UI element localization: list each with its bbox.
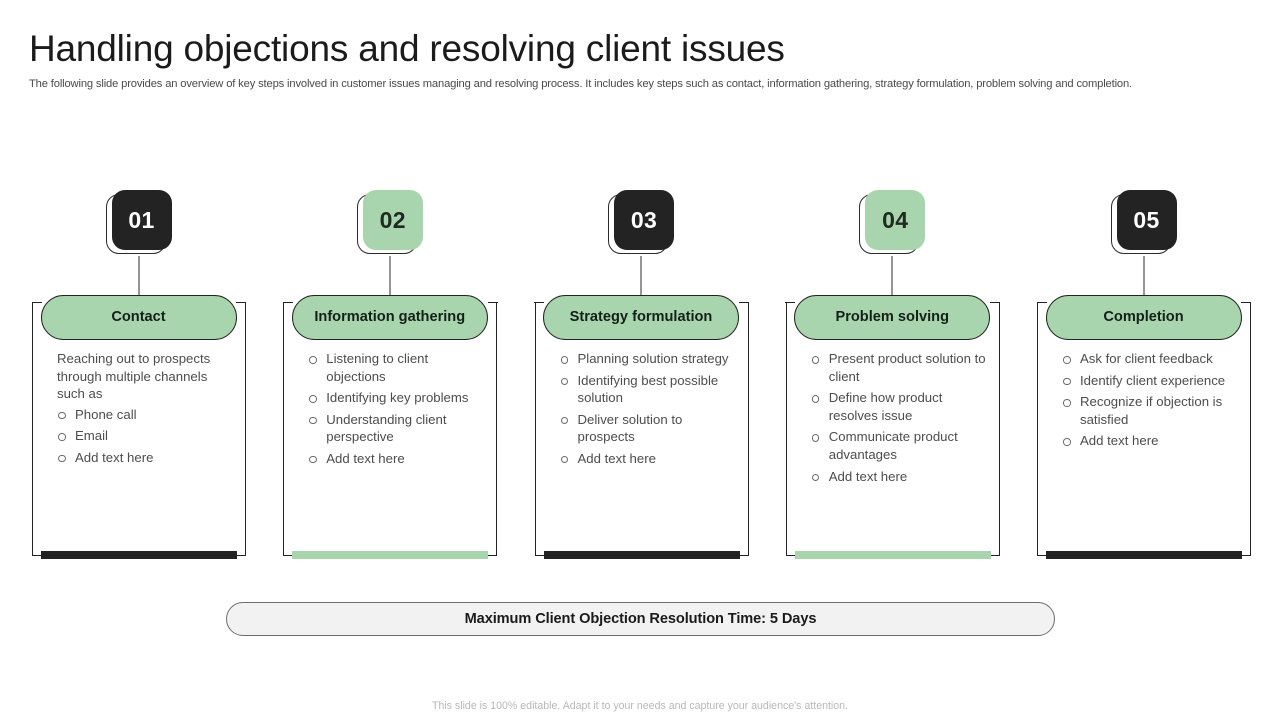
list-item: Add text here — [811, 468, 987, 486]
step-bullets-2: Listening to client objections Identifyi… — [308, 350, 484, 468]
step-card-4: Present product solution to client Defin… — [785, 301, 1001, 559]
connector-line-5 — [1143, 256, 1144, 303]
connector-line-4 — [891, 256, 893, 303]
step-title-1[interactable]: Contact — [40, 295, 237, 340]
step-card-body-5: Ask for client feedback Identify client … — [1038, 303, 1250, 541]
process-steps-row: 01 Reaching out to prospects through mul… — [29, 190, 1253, 570]
step-bottom-bar-1 — [41, 551, 237, 559]
list-item: Communicate product advantages — [811, 428, 987, 463]
step-bottom-bar-3 — [543, 551, 740, 559]
connector-line-2 — [389, 256, 391, 303]
list-item: Identifying best possible solution — [560, 372, 736, 407]
list-item: Phone call — [57, 406, 233, 424]
step-badge-1[interactable]: 01 — [105, 190, 172, 256]
step-title-3[interactable]: Strategy formulation — [543, 295, 739, 340]
resolution-time-banner: Maximum Client Objection Resolution Time… — [226, 602, 1055, 636]
step-badge-2[interactable]: 02 — [356, 190, 423, 256]
step-number-4: 04 — [865, 190, 926, 250]
process-step-2: 02 Listening to client objections Identi… — [280, 190, 499, 570]
step-bullets-5: Ask for client feedback Identify client … — [1062, 350, 1238, 450]
list-item: Identify client experience — [1062, 372, 1238, 390]
step-number-1: 01 — [111, 190, 172, 250]
step-badge-4[interactable]: 04 — [859, 190, 926, 256]
list-item: Planning solution strategy — [560, 350, 736, 368]
step-card-2: Listening to client objections Identifyi… — [282, 301, 498, 559]
list-item: Add text here — [308, 450, 484, 468]
slide-footnote: This slide is 100% editable. Adapt it to… — [431, 700, 849, 712]
step-card-body-1: Reaching out to prospects through multip… — [33, 303, 245, 541]
process-step-4: 04 Present product solution to client De… — [783, 190, 1002, 570]
step-intro-1: Reaching out to prospects through multip… — [57, 351, 211, 402]
step-title-5[interactable]: Completion — [1045, 295, 1242, 340]
list-item: Add text here — [57, 449, 233, 467]
step-card-3: Planning solution strategy Identifying b… — [534, 301, 749, 559]
step-card-5: Ask for client feedback Identify client … — [1036, 301, 1252, 559]
step-bottom-bar-2 — [292, 551, 489, 559]
step-bullets-1: Phone call Email Add text here — [57, 406, 233, 467]
list-item: Deliver solution to prospects — [560, 411, 736, 446]
step-bullets-3: Planning solution strategy Identifying b… — [560, 350, 736, 468]
step-number-3: 03 — [614, 190, 674, 250]
step-card-body-2: Listening to client objections Identifyi… — [284, 303, 496, 541]
step-number-5: 05 — [1116, 190, 1177, 250]
step-title-4[interactable]: Problem solving — [794, 295, 991, 340]
process-step-3: 03 Planning solution strategy Identifyin… — [532, 190, 751, 570]
step-card-1: Reaching out to prospects through multip… — [31, 301, 247, 559]
list-item: Ask for client feedback — [1062, 350, 1238, 368]
list-item: Add text here — [1062, 432, 1238, 450]
page-subtitle: The following slide provides an overview… — [29, 78, 1133, 90]
connector-line-1 — [138, 256, 139, 303]
list-item: Listening to client objections — [308, 350, 484, 385]
step-number-2: 02 — [362, 190, 423, 250]
step-badge-3[interactable]: 03 — [608, 190, 674, 256]
step-card-body-4: Present product solution to client Defin… — [787, 303, 999, 541]
step-bottom-bar-4 — [794, 551, 991, 559]
step-card-body-3: Planning solution strategy Identifying b… — [536, 303, 748, 541]
process-step-1: 01 Reaching out to prospects through mul… — [29, 190, 248, 570]
step-bullets-4: Present product solution to client Defin… — [811, 350, 987, 485]
process-step-5: 05 Ask for client feedback Identify clie… — [1034, 190, 1253, 570]
step-title-2[interactable]: Information gathering — [291, 295, 488, 340]
list-item: Recognize if objection is satisfied — [1062, 393, 1238, 428]
list-item: Present product solution to client — [811, 350, 987, 385]
list-item: Email — [57, 427, 233, 445]
page-title: Handling objections and resolving client… — [29, 28, 785, 69]
list-item: Understanding client perspective — [308, 411, 484, 446]
connector-line-3 — [640, 256, 642, 303]
list-item: Define how product resolves issue — [811, 389, 987, 424]
step-bottom-bar-5 — [1046, 551, 1242, 559]
list-item: Add text here — [560, 450, 736, 468]
step-badge-5[interactable]: 05 — [1110, 190, 1177, 256]
list-item: Identifying key problems — [308, 389, 484, 407]
